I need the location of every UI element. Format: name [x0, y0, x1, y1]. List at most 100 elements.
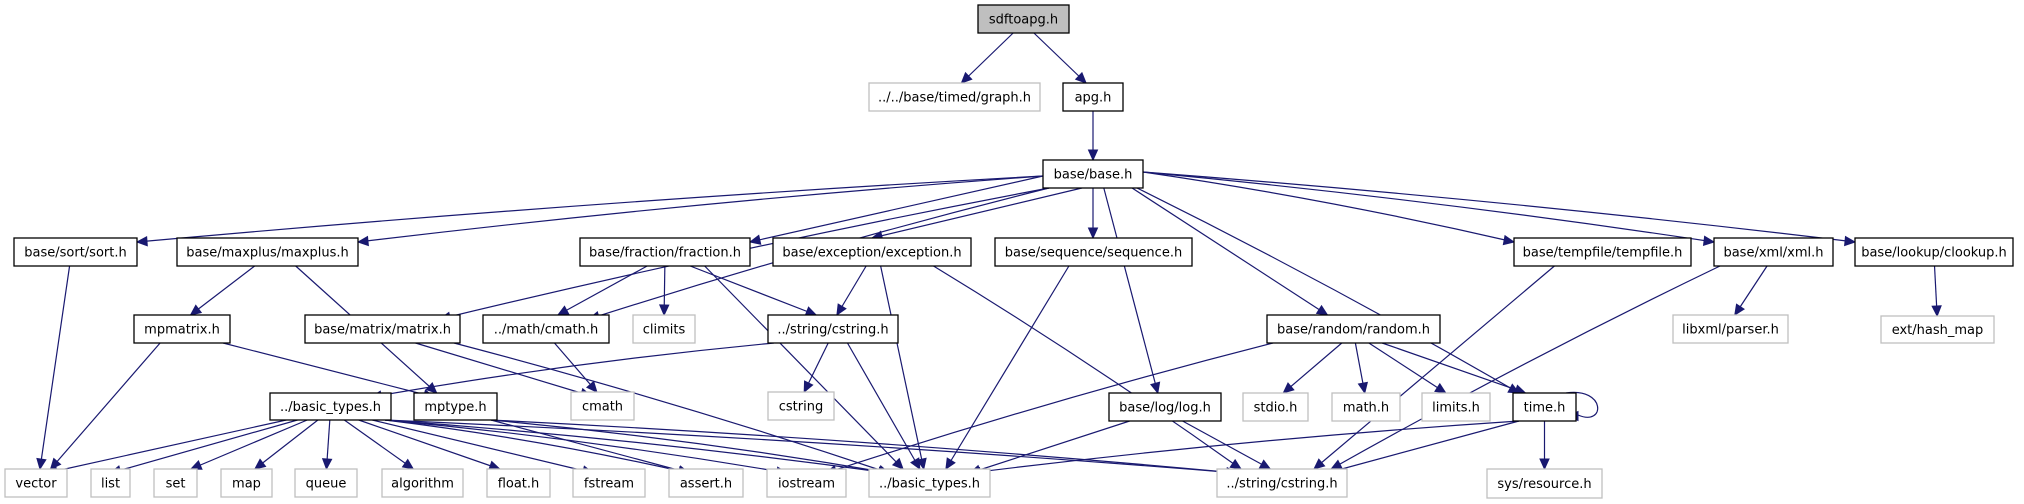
node-climits: climits — [632, 314, 696, 344]
node-mpmatrix-h[interactable]: mpmatrix.h — [133, 314, 231, 344]
node-label: ../basic_types.h — [879, 477, 980, 492]
arrowhead-icon — [803, 380, 814, 394]
arrowhead-icon — [960, 71, 973, 84]
node-box[interactable] — [176, 237, 359, 267]
node-box[interactable] — [269, 392, 392, 421]
node-base-tempfile-tempfile-h[interactable]: base/tempfile/tempfile.h — [1513, 237, 1692, 267]
edge-sort-to-vector — [39, 265, 71, 470]
node-base-lookup-clookup-h[interactable]: base/lookup/clookup.h — [1854, 237, 2014, 267]
node-ext-hash-map: ext/hash_map — [1880, 315, 1995, 344]
node-label: sdftoapg.h — [989, 13, 1058, 28]
edge-exception-to-basictypes2 — [880, 265, 925, 470]
arrowhead-icon — [1502, 234, 1516, 246]
edge-time-to-strcstring2 — [1326, 420, 1520, 474]
node-box[interactable] — [1854, 237, 2014, 267]
edge-mptype-to-asserth — [490, 419, 690, 474]
node-string-cstring-h[interactable]: ../string/cstring.h — [767, 314, 899, 344]
node-box[interactable] — [1062, 82, 1124, 112]
node-label: sys/resource.h — [1497, 477, 1591, 492]
node-label: base/base.h — [1054, 168, 1133, 183]
edge-matrix-to-cmath — [415, 342, 592, 397]
arrowhead-icon — [321, 458, 333, 471]
node-label: base/sequence/sequence.h — [1005, 246, 1182, 261]
node-label: ../string/cstring.h — [777, 323, 888, 338]
edge-base-to-clookup — [1142, 171, 1856, 243]
node-label: ../../base/timed/graph.h — [878, 91, 1031, 106]
arrowhead-icon — [36, 457, 47, 471]
arrowhead-icon — [1282, 382, 1295, 394]
node-label: base/maxplus/maxplus.h — [186, 246, 349, 261]
node-label: base/lookup/clookup.h — [1861, 246, 2007, 261]
node-label: mptype.h — [424, 400, 486, 415]
node-box[interactable] — [1042, 159, 1144, 189]
edge-basictypes-to-set — [190, 419, 308, 470]
node-algorithm: algorithm — [381, 468, 464, 498]
node-base-random-random-h[interactable]: base/random/random.h — [1266, 314, 1441, 344]
node-label: mpmatrix.h — [144, 323, 220, 338]
node-box — [1672, 314, 1789, 344]
node-box — [767, 391, 835, 421]
node-box[interactable] — [482, 314, 610, 344]
edge-base-to-fraction — [749, 175, 1044, 243]
node-label: base/fraction/fraction.h — [589, 246, 741, 261]
node-box — [381, 468, 464, 498]
node-sdftoapg-h[interactable]: sdftoapg.h — [977, 4, 1070, 34]
node-box[interactable] — [772, 237, 972, 267]
node-label: limits.h — [1432, 401, 1480, 416]
node-time-h[interactable]: time.h — [1512, 392, 1577, 422]
node-base-sort-sort-h[interactable]: base/sort/sort.h — [13, 237, 138, 267]
edge-maxplus-to-mpmatrix — [190, 265, 256, 316]
node-box[interactable] — [413, 392, 498, 421]
node-base-matrix-matrix-h[interactable]: base/matrix/matrix.h — [304, 314, 461, 344]
node-label: base/log/log.h — [1119, 401, 1211, 416]
edge-base-to-random — [1131, 187, 1328, 316]
node-box[interactable] — [1108, 392, 1222, 422]
node-label: cstring — [779, 400, 823, 415]
node-box — [632, 314, 696, 344]
node-box — [1242, 392, 1309, 422]
edge-strcstring-to-basictypes2 — [846, 342, 921, 470]
node-base-fraction-fraction-h[interactable]: base/fraction/fraction.h — [579, 237, 751, 267]
arrowhead-icon — [401, 458, 415, 470]
node-base-sequence-sequence-h[interactable]: base/sequence/sequence.h — [994, 237, 1193, 267]
node-label: iostream — [778, 477, 835, 492]
node-base-xml-xml-h[interactable]: base/xml/xml.h — [1713, 237, 1834, 267]
node-box[interactable] — [579, 237, 751, 267]
node-base-exception-exception-h[interactable]: base/exception/exception.h — [772, 237, 972, 267]
arrowhead-icon — [1087, 149, 1099, 162]
node-apg-h[interactable]: apg.h — [1062, 82, 1124, 112]
node-box[interactable] — [304, 314, 461, 344]
node-label: time.h — [1524, 401, 1566, 416]
edge-basictypes-to-list — [110, 419, 298, 474]
node-base-log-log-h[interactable]: base/log/log.h — [1108, 392, 1222, 422]
edge-time-to-time — [1565, 391, 1599, 418]
node-box — [668, 468, 744, 498]
node-box[interactable] — [1266, 314, 1441, 344]
node-box[interactable] — [1513, 237, 1692, 267]
edge-mpmatrix-to-mptype — [222, 342, 435, 398]
node-label: ../basic_types.h — [280, 400, 381, 415]
node-label: base/matrix/matrix.h — [314, 323, 451, 338]
node-mptype-h[interactable]: mptype.h — [413, 392, 498, 421]
node-box[interactable] — [1512, 392, 1577, 422]
node-box[interactable] — [133, 314, 231, 344]
node-label: ../string/cstring.h — [1226, 477, 1337, 492]
node-box[interactable] — [994, 237, 1193, 267]
node-label: apg.h — [1075, 91, 1112, 106]
node-list: list — [90, 468, 131, 498]
node-label: list — [101, 477, 120, 492]
node-box[interactable] — [13, 237, 138, 267]
node-basic-types-h[interactable]: ../basic_types.h — [269, 392, 392, 421]
node-base-base-h[interactable]: base/base.h — [1042, 159, 1144, 189]
node-label: base/tempfile/tempfile.h — [1523, 246, 1683, 261]
node-box[interactable] — [767, 314, 899, 344]
node-box[interactable] — [1713, 237, 1834, 267]
node-box — [486, 468, 551, 498]
node-label: climits — [643, 323, 686, 338]
node-box — [868, 82, 1041, 112]
edge-basictypes-to-floath — [358, 419, 500, 470]
node-base-maxplus-maxplus-h[interactable]: base/maxplus/maxplus.h — [176, 237, 359, 267]
node-box[interactable] — [977, 4, 1070, 34]
node-math-cmath-h[interactable]: ../math/cmath.h — [482, 314, 610, 344]
